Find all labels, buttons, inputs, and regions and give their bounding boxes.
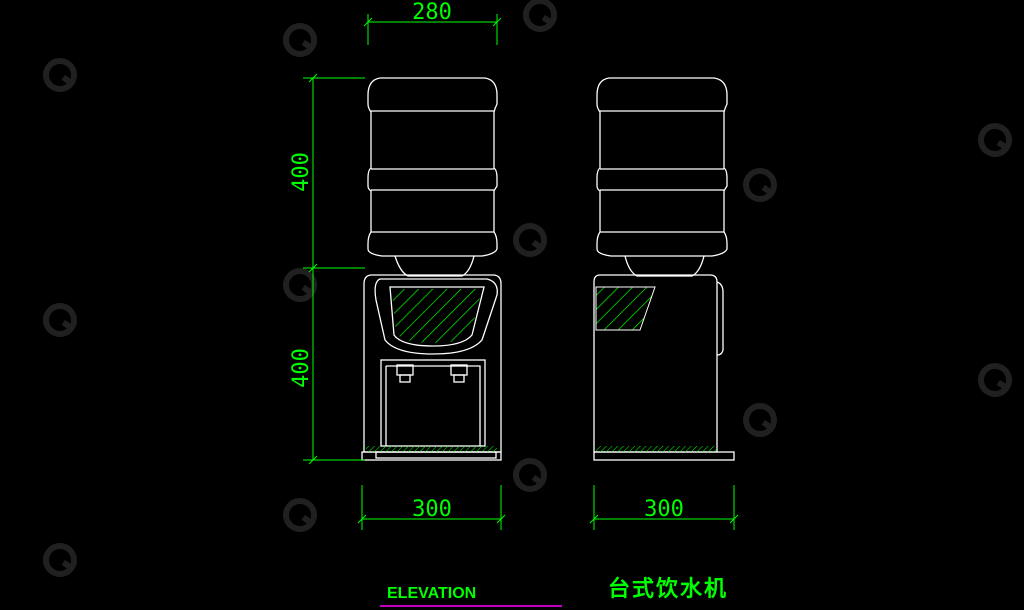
dimension-base-height: 400 — [289, 348, 314, 388]
watermark-mark — [978, 123, 1012, 157]
watermark-mark — [283, 23, 317, 57]
front-recess-inner — [385, 365, 481, 446]
dimension-bottle-height: 400 — [289, 152, 314, 192]
watermark-mark — [43, 543, 77, 577]
dimension-side-width: 300 — [644, 497, 684, 522]
drawing-title-cn: 台式饮水机 — [608, 576, 728, 602]
dimension-lines — [303, 14, 739, 530]
dimension-front-width: 300 — [412, 497, 452, 522]
elevation-label: ELEVATION — [387, 585, 476, 602]
watermark-mark — [523, 0, 557, 32]
side-panel-hatch — [595, 286, 656, 331]
front-view — [361, 77, 502, 461]
watermark-mark — [43, 303, 77, 337]
front-hatching — [366, 289, 497, 452]
side-base-hatch — [596, 446, 717, 452]
watermark-mark — [743, 168, 777, 202]
watermark-mark — [43, 58, 77, 92]
dimension-bottle-width: 280 — [412, 0, 452, 25]
watermark-mark — [283, 268, 317, 302]
watermark-mark — [978, 363, 1012, 397]
front-bottle-neck — [394, 255, 475, 277]
front-panel-frame — [374, 278, 498, 355]
front-panel-hatch — [392, 289, 482, 343]
front-tap-right — [450, 364, 468, 383]
watermark-mark — [743, 403, 777, 437]
side-back-edge — [716, 281, 724, 356]
side-bottle-outline — [596, 77, 728, 257]
watermark-mark — [283, 498, 317, 532]
side-bottle-neck — [624, 255, 705, 277]
front-tap-left — [396, 364, 414, 383]
watermark-mark — [513, 458, 547, 492]
side-hatching — [595, 286, 717, 452]
front-panel-inner — [389, 286, 485, 347]
watermark-group — [43, 0, 1012, 577]
front-bottle-outline — [367, 77, 498, 257]
watermark-mark — [513, 223, 547, 257]
front-base-hatch — [366, 446, 497, 452]
